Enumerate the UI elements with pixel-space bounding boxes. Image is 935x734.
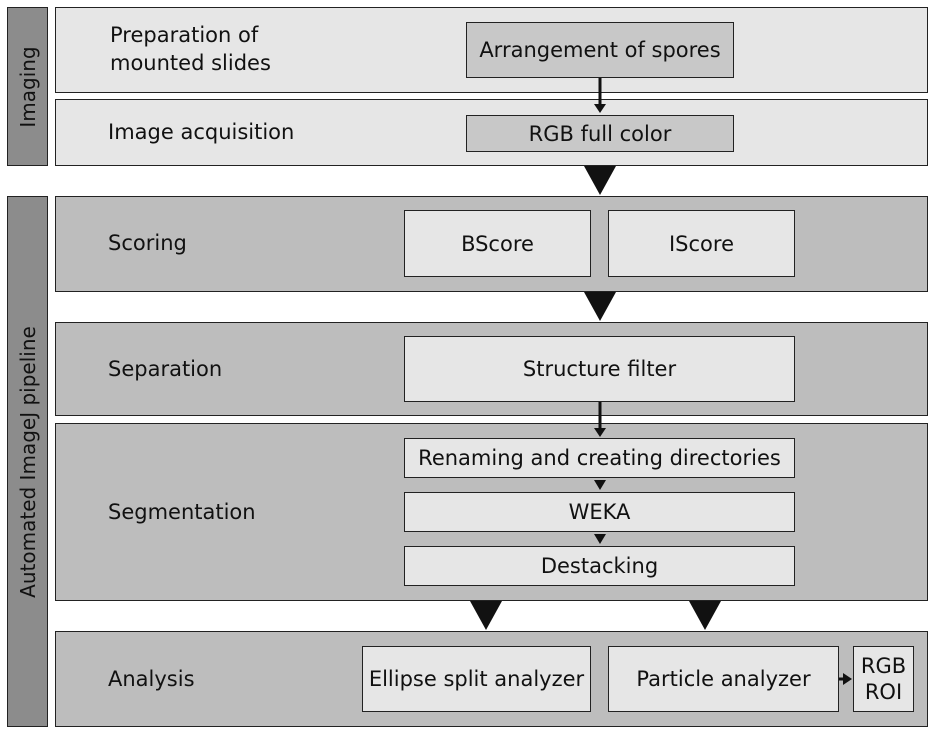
- segmentation-stage-label: Segmentation: [108, 500, 256, 524]
- renaming-box: Renaming and creating directories: [404, 438, 795, 478]
- scoring-stage-label: Scoring: [108, 231, 187, 255]
- imaging-to-scoring-arrow: [584, 166, 616, 195]
- analysis-stage-label: Analysis: [108, 667, 195, 691]
- particle-analyzer-box: Particle analyzer: [608, 646, 839, 712]
- segmentation-to-particle-arrow: [689, 601, 721, 630]
- structure-filter-box: Structure filter: [404, 336, 795, 402]
- weka-box: WEKA: [404, 492, 795, 532]
- rgb-roi-box: RGB ROI: [853, 646, 914, 712]
- arrangement-to-rgb-arrowhead: [594, 104, 606, 113]
- imaging-side-bar: Imaging: [7, 7, 48, 166]
- arrangement-of-spores-box: Arrangement of spores: [466, 22, 734, 78]
- filter-to-renaming-arrowhead: [594, 428, 606, 437]
- ellipse-split-analyzer-box: Ellipse split analyzer: [362, 646, 591, 712]
- acquisition-stage-label: Image acquisition: [108, 120, 295, 144]
- destacking-box: Destacking: [404, 546, 795, 586]
- scoring-to-separation-arrow: [584, 292, 616, 321]
- preparation-stage-label: Preparation of mounted slides: [110, 23, 271, 75]
- segmentation-to-ellipse-arrow: [470, 601, 502, 630]
- pipeline-side-bar: Automated ImageJ pipeline: [7, 196, 48, 727]
- renaming-to-weka-arrowhead: [594, 480, 606, 490]
- rgb-full-color-box: RGB full color: [466, 115, 734, 152]
- weka-to-destacking-arrowhead: [594, 534, 606, 544]
- separation-stage-label: Separation: [108, 357, 223, 381]
- rgb-label: RGB: [860, 654, 907, 678]
- iscore-box: IScore: [608, 210, 795, 277]
- particle-to-rgb-arrowhead: [843, 673, 852, 685]
- bscore-box: BScore: [404, 210, 591, 277]
- roi-label: ROI: [864, 680, 903, 704]
